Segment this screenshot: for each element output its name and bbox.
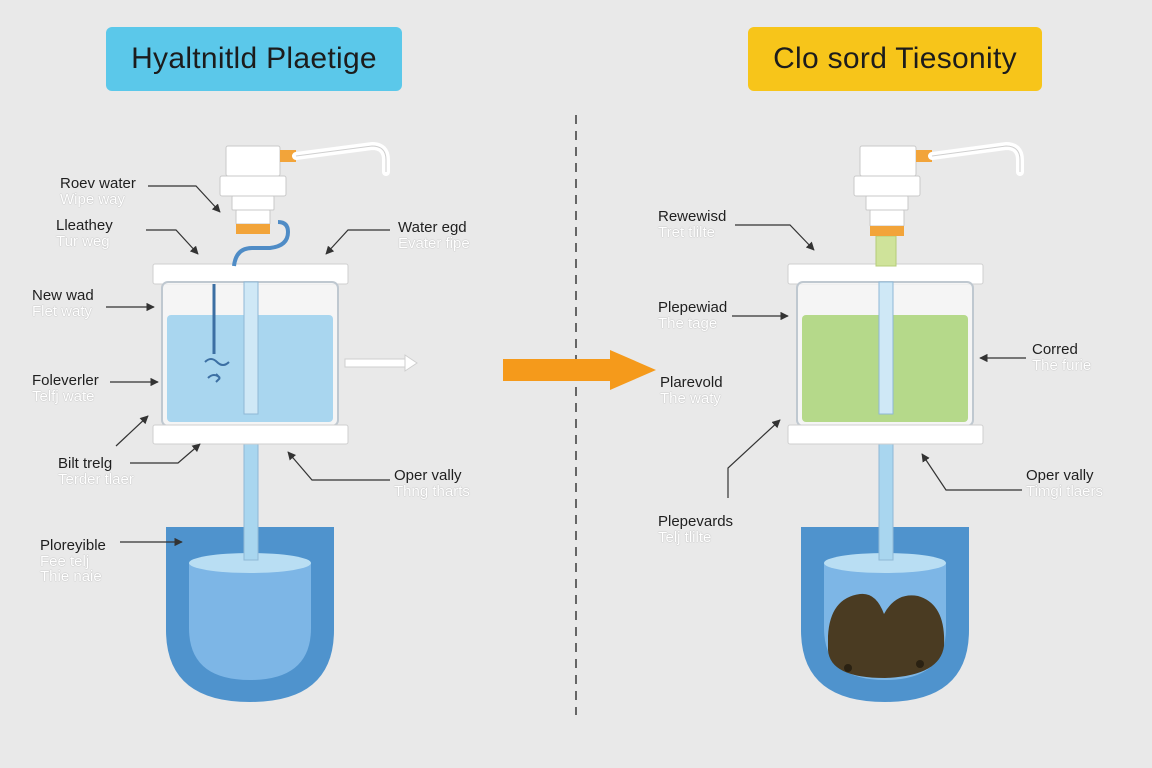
left-panel-title: Hyaltnitld Plaetige xyxy=(106,27,402,91)
right-leader-lines xyxy=(727,224,1026,498)
right-panel-title: Clo sord Tiesonity xyxy=(748,27,1042,91)
left-tank-bottom-plate xyxy=(152,424,349,445)
left-apparatus xyxy=(152,141,418,702)
left-leader-lines xyxy=(106,185,390,547)
sediment xyxy=(828,593,945,678)
process-arrow xyxy=(503,350,656,390)
right-apparatus xyxy=(787,141,1024,702)
